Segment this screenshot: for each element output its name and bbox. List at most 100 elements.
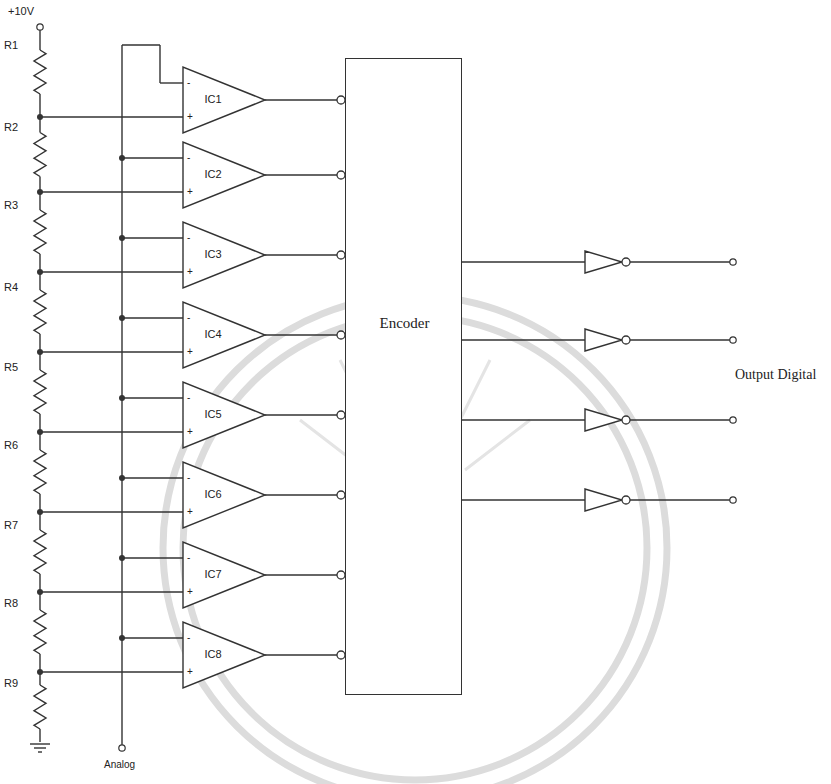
comparator-triangle <box>183 382 265 448</box>
noninverting-input-sign: + <box>187 267 193 277</box>
connector-line <box>265 494 337 495</box>
junction-dot <box>119 395 125 401</box>
ic-label: IC4 <box>204 329 221 340</box>
inverting-input-sign: - <box>187 633 190 643</box>
inversion-bubble <box>337 171 345 179</box>
resistor-label: R6 <box>4 440 18 451</box>
noninverting-input-sign: + <box>187 587 193 597</box>
terminal <box>730 497 736 503</box>
terminal <box>119 745 125 751</box>
analog-wire <box>122 557 183 558</box>
junction-dot <box>37 189 43 195</box>
ic-label: IC1 <box>204 94 221 105</box>
junction-dot <box>37 669 43 675</box>
junction-dot <box>37 349 43 355</box>
resistor-label: R8 <box>4 598 18 609</box>
analog-wire <box>122 397 183 398</box>
ground-symbol <box>34 747 46 748</box>
inverter-symbol <box>585 489 622 511</box>
ic-label: IC3 <box>204 249 221 260</box>
comparator-symbol <box>183 222 265 288</box>
junction-dot <box>37 509 43 515</box>
comparator-triangle <box>183 542 265 608</box>
comparator-output <box>265 331 345 339</box>
junction-dot <box>37 589 43 595</box>
junction-dot <box>37 114 43 120</box>
terminal <box>730 337 736 343</box>
comparator-symbol <box>183 142 265 208</box>
resistor-symbol <box>34 610 46 654</box>
reference-wire <box>40 191 183 192</box>
inverter-symbol <box>585 329 622 351</box>
inversion-bubble <box>337 491 345 499</box>
comparator: IC7-+ <box>183 542 265 608</box>
comparator-symbol <box>183 382 265 448</box>
comparator: IC5-+ <box>183 382 265 448</box>
inverter-symbol <box>585 251 622 273</box>
encoder-output-wire <box>462 499 585 500</box>
comparator: IC1-+ <box>183 67 265 133</box>
inverter-bubble <box>622 258 630 266</box>
resistor-lead <box>39 30 40 50</box>
comparator-symbol <box>183 67 265 133</box>
comparator-output <box>265 96 345 104</box>
analog-bus <box>122 44 160 45</box>
resistor-lead <box>39 729 40 742</box>
resistor-label: R5 <box>4 362 18 373</box>
resistor-symbol <box>34 50 46 94</box>
comparator: IC6-+ <box>183 462 265 528</box>
comparator-output <box>265 251 345 259</box>
reference-wire <box>40 431 183 432</box>
resistor-symbol <box>34 133 46 177</box>
comparator: IC8 - + <box>183 622 265 688</box>
noninverting-input-sign: + <box>187 187 193 197</box>
connector-line <box>265 99 337 100</box>
inverter-bubble <box>622 496 630 504</box>
output-label: Output Digital <box>735 368 816 382</box>
resistor-symbol <box>34 450 46 494</box>
input-label: Analog <box>104 760 135 770</box>
ic-label: IC2 <box>204 169 221 180</box>
resistor-label: R1 <box>4 40 18 51</box>
ic-label: IC5 <box>204 409 221 420</box>
terminal <box>37 24 43 30</box>
comparator-symbol <box>183 542 265 608</box>
connector-line <box>265 174 337 175</box>
inverting-input-sign: - <box>187 393 190 403</box>
comparator-symbol <box>183 462 265 528</box>
reference-wire <box>40 271 183 272</box>
analog-wire <box>122 477 183 478</box>
connector-line <box>265 334 337 335</box>
inverting-input-sign: - <box>187 233 190 243</box>
inversion-bubble <box>337 411 345 419</box>
supply-label: +10V <box>8 6 34 17</box>
junction-dot <box>119 315 125 321</box>
resistor-lead <box>39 94 40 117</box>
noninverting-input-sign: + <box>187 667 193 677</box>
comparator-output <box>265 411 345 419</box>
digital-output-wire <box>630 499 730 500</box>
encoder-output-wire <box>462 419 585 420</box>
junction-dot <box>37 429 43 435</box>
comparator: IC2-+ <box>183 142 265 208</box>
resistor-label: R2 <box>4 122 18 133</box>
resistor-symbol <box>34 290 46 334</box>
resistor-symbol <box>34 370 46 414</box>
comparator: IC3 - + <box>183 222 265 288</box>
resistor-label: R9 <box>4 678 18 689</box>
inverting-input-sign: - <box>187 553 190 563</box>
junction-dot <box>119 235 125 241</box>
inverting-input-sign: - <box>187 78 190 88</box>
comparator-output <box>265 651 345 659</box>
resistor-label: R4 <box>4 282 18 293</box>
inverting-input-sign: - <box>187 313 190 323</box>
resistor-symbol <box>34 685 46 729</box>
terminal <box>730 259 736 265</box>
analog-wire <box>122 237 183 238</box>
ic-label: IC8 <box>204 649 221 660</box>
encoder-box: Encoder <box>345 58 462 695</box>
digital-output-wire <box>630 339 730 340</box>
analog-wire <box>122 317 183 318</box>
digital-output-wire <box>630 261 730 262</box>
